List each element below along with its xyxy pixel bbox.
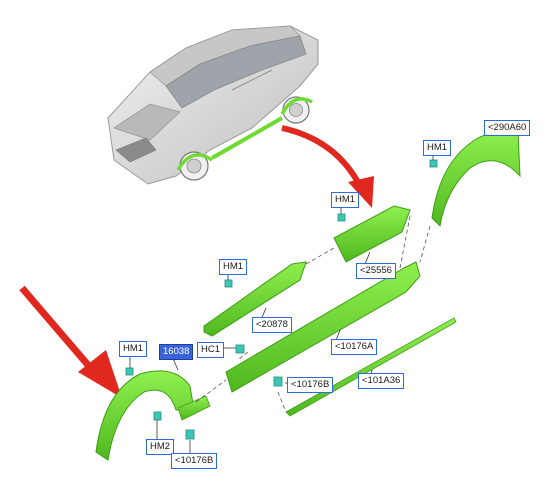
- rocker-panel-molding: [225, 261, 421, 393]
- callout-20878: <20878: [252, 317, 292, 333]
- rear-door-molding: [333, 205, 411, 263]
- clips: [125, 159, 438, 440]
- callout-25556: <25556: [356, 263, 396, 279]
- front-wheel-arch-molding: [95, 370, 211, 461]
- clip-icon: [125, 367, 134, 376]
- callout-hm1: HM1: [219, 259, 248, 275]
- callout-hm1: HM1: [423, 140, 452, 156]
- callout-16038: 16038: [159, 344, 194, 360]
- callout-hm2: HM2: [146, 439, 175, 455]
- callout-hm1: HM1: [331, 192, 360, 208]
- clip-icon: [429, 159, 438, 168]
- leader-lines: [195, 215, 431, 413]
- callout-hm1: HM1: [119, 341, 148, 357]
- vehicle-illustration: [107, 25, 319, 185]
- callout-101a36: <101A36: [358, 373, 405, 389]
- callout-10176b: <10176B: [171, 453, 218, 469]
- callout-10176b: <10176B: [287, 377, 334, 393]
- rear-wheel-arch-molding: [431, 130, 521, 228]
- front-door-molding: [203, 261, 307, 337]
- straight-red-arrow: [19, 285, 122, 398]
- clip-icon: [185, 429, 195, 440]
- clip-icon: [337, 213, 346, 222]
- clip-icon: [224, 279, 233, 288]
- clip-icon: [273, 376, 283, 387]
- curved-red-arrow: [281, 125, 374, 208]
- clip-icon: [235, 344, 245, 354]
- callout-290a60: <290A60: [484, 120, 531, 136]
- callout-10176a: <10176A: [331, 339, 378, 355]
- callout-hc1: HC1: [197, 342, 225, 358]
- clip-icon: [153, 411, 162, 421]
